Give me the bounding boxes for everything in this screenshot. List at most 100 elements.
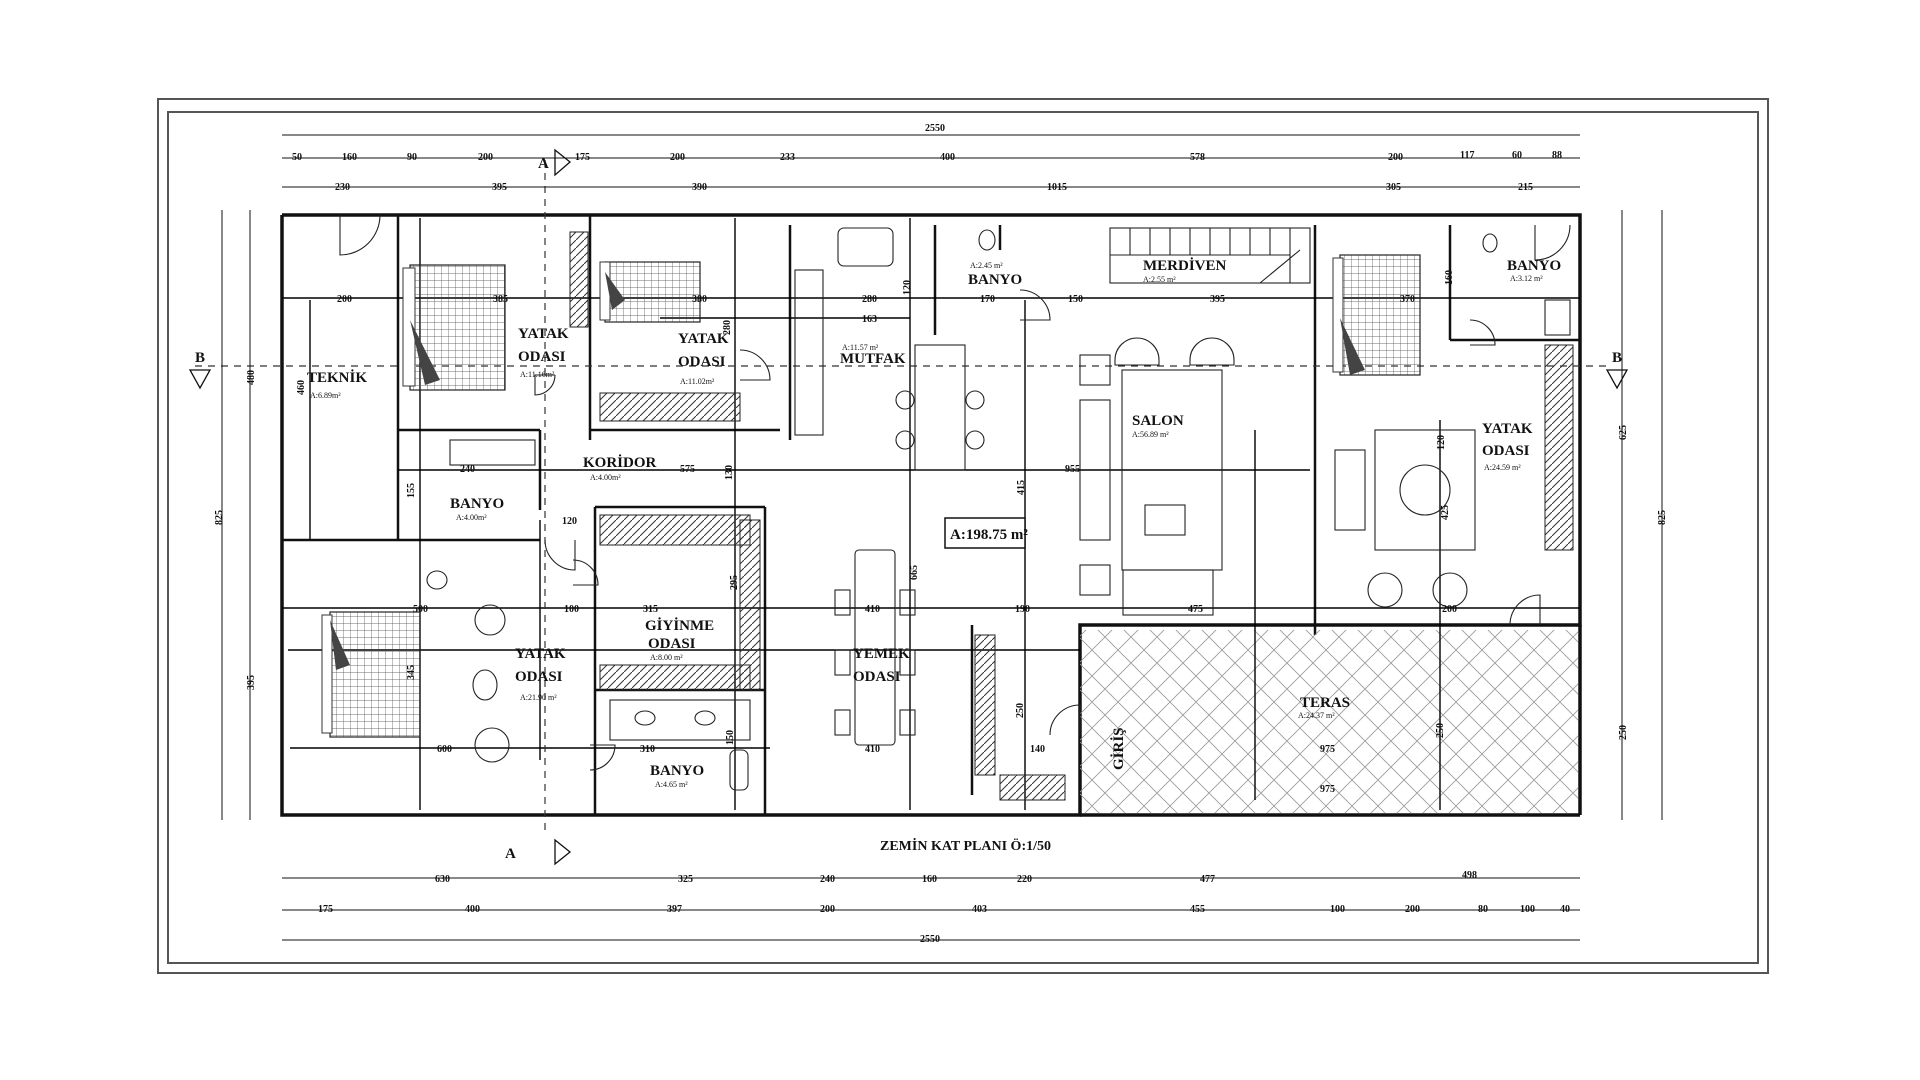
svg-text:305: 305 xyxy=(1386,182,1401,193)
svg-text:140: 140 xyxy=(1030,744,1045,755)
room-area: A:11.57 m² xyxy=(842,343,879,352)
bed xyxy=(402,264,506,391)
room-area: A:11.02m² xyxy=(680,377,715,386)
room-area: A:11.16m² xyxy=(520,370,555,379)
svg-text:825: 825 xyxy=(1657,510,1668,525)
room-name: YEMEK xyxy=(853,646,910,662)
svg-text:2550: 2550 xyxy=(920,934,940,945)
svg-text:100: 100 xyxy=(1330,904,1345,915)
svg-text:825: 825 xyxy=(214,510,225,525)
svg-text:160: 160 xyxy=(1444,270,1455,285)
svg-text:50: 50 xyxy=(292,152,302,163)
section-label-b: B xyxy=(1612,350,1622,366)
svg-text:230: 230 xyxy=(335,182,350,193)
svg-text:130: 130 xyxy=(724,465,735,480)
sofa-set xyxy=(1079,337,1235,616)
total-area: A:198.75 m² xyxy=(950,527,1028,543)
svg-text:240: 240 xyxy=(820,874,835,885)
svg-text:200: 200 xyxy=(820,904,835,915)
svg-text:395: 395 xyxy=(246,675,257,690)
svg-text:975: 975 xyxy=(1320,784,1335,795)
svg-text:415: 415 xyxy=(1016,480,1027,495)
room-area: A:2.55 m² xyxy=(1143,275,1176,284)
room-area: A:4.00m² xyxy=(590,473,621,482)
svg-text:163: 163 xyxy=(862,314,877,325)
svg-text:630: 630 xyxy=(435,874,450,885)
plan-title: ZEMİN KAT PLANI Ö:1/50 xyxy=(880,837,1051,854)
svg-text:665: 665 xyxy=(909,565,920,580)
room-name: BANYO xyxy=(1507,258,1561,274)
svg-text:120: 120 xyxy=(562,516,577,527)
svg-text:280: 280 xyxy=(722,320,733,335)
svg-text:345: 345 xyxy=(406,665,417,680)
svg-text:370: 370 xyxy=(1400,294,1415,305)
svg-text:380: 380 xyxy=(692,294,707,305)
svg-text:200: 200 xyxy=(670,152,685,163)
svg-text:975: 975 xyxy=(1320,744,1335,755)
bottom-dimensions: 630 325 240 160 220 477 498 175 400 397 … xyxy=(318,870,1570,945)
svg-text:200: 200 xyxy=(1405,904,1420,915)
wardrobe xyxy=(974,634,996,776)
room-name: GİYİNME xyxy=(645,617,714,634)
svg-text:200: 200 xyxy=(337,294,352,305)
svg-text:397: 397 xyxy=(667,904,682,915)
svg-text:80: 80 xyxy=(1478,904,1488,915)
section-label-a: A xyxy=(538,156,549,172)
svg-text:480: 480 xyxy=(246,370,257,385)
svg-text:575: 575 xyxy=(680,464,695,475)
room-name: YATAK xyxy=(1482,421,1533,437)
room-area: A:3.12 m² xyxy=(1510,274,1543,283)
svg-text:410: 410 xyxy=(865,744,880,755)
room-area: A:4.65 m² xyxy=(655,780,688,789)
room-name: BANYO xyxy=(650,763,704,779)
svg-text:200: 200 xyxy=(1388,152,1403,163)
room-name: ODASI xyxy=(515,669,563,685)
bathroom-fixtures xyxy=(426,229,1571,791)
svg-text:425: 425 xyxy=(1440,505,1451,520)
section-label-a: A xyxy=(505,846,516,862)
top-dimensions: 2550 50 160 90 200 175 200 233 400 578 2… xyxy=(292,123,1562,193)
room-name: ODASI xyxy=(648,636,696,652)
svg-text:400: 400 xyxy=(465,904,480,915)
room-area: A:2.45 m² xyxy=(970,261,1003,270)
svg-text:295: 295 xyxy=(729,575,740,590)
svg-text:625: 625 xyxy=(1618,425,1629,440)
svg-text:175: 175 xyxy=(318,904,333,915)
svg-text:1015: 1015 xyxy=(1047,182,1067,193)
svg-text:100: 100 xyxy=(564,604,579,615)
section-marker-a-top xyxy=(554,148,572,177)
svg-text:215: 215 xyxy=(1518,182,1533,193)
section-marker-a-bottom xyxy=(554,838,572,866)
svg-text:88: 88 xyxy=(1552,150,1562,161)
dining-table xyxy=(834,549,916,746)
room-name: TEKNİK xyxy=(307,369,367,386)
inner-dimensions: 200 385 380 280 163 170 370 150 395 575 … xyxy=(337,270,1457,795)
side-dimensions: 480 825 395 460 625 825 250 425 xyxy=(214,370,1668,740)
section-marker-b-right xyxy=(1605,369,1629,390)
inner-frame xyxy=(167,111,1759,964)
svg-text:160: 160 xyxy=(922,874,937,885)
room-name: BANYO xyxy=(450,496,504,512)
svg-text:250: 250 xyxy=(1618,725,1629,740)
svg-text:280: 280 xyxy=(862,294,877,305)
svg-text:498: 498 xyxy=(1462,870,1477,881)
section-marker-b-left xyxy=(188,369,212,390)
wardrobe xyxy=(1544,344,1574,551)
outer-frame xyxy=(157,98,1769,974)
wardrobe xyxy=(599,392,741,422)
svg-text:40: 40 xyxy=(1560,904,1570,915)
svg-text:403: 403 xyxy=(972,904,987,915)
svg-text:500: 500 xyxy=(413,604,428,615)
svg-text:410: 410 xyxy=(865,604,880,615)
room-name: ODASI xyxy=(518,349,566,365)
svg-text:475: 475 xyxy=(1188,604,1203,615)
wardrobe xyxy=(569,231,589,328)
room-name: YATAK xyxy=(518,326,569,342)
room-name: YATAK xyxy=(678,331,729,347)
room-name: TERAS xyxy=(1300,695,1350,711)
room-name: YATAK xyxy=(515,646,566,662)
svg-text:477: 477 xyxy=(1200,874,1215,885)
svg-text:578: 578 xyxy=(1190,152,1205,163)
svg-text:955: 955 xyxy=(1065,464,1080,475)
